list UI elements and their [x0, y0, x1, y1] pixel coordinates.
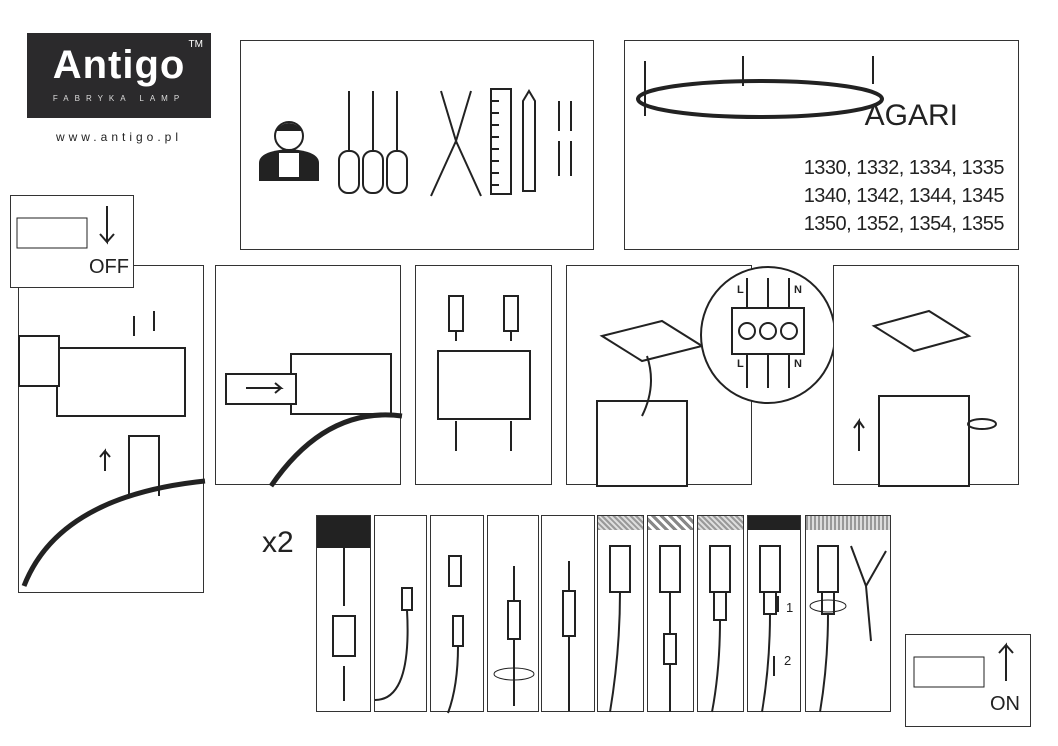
quantity-label: x2 — [262, 526, 294, 559]
brand-name: Antigo — [52, 43, 186, 87]
brand-tagline: FABRYKA LAMP — [52, 94, 186, 103]
sequence-label-2: 2 — [784, 653, 792, 668]
cable-step-1 — [316, 515, 371, 712]
product-info-panel: AGARI 1330, 1332, 1334, 1335 1340, 1342,… — [624, 40, 1019, 250]
pendant-ring-illustration-icon — [636, 56, 884, 119]
terminal-block-icon — [731, 278, 805, 388]
model-codes-row: 1350, 1352, 1354, 1355 — [803, 213, 1005, 235]
cable-step-9: 1 2 — [747, 515, 801, 713]
step-1-mount-bracket — [18, 265, 206, 593]
cable-step-7 — [647, 515, 694, 712]
cable-end-icon — [374, 587, 413, 701]
cable-step-2 — [374, 515, 427, 712]
step-5-close-cover — [833, 265, 1019, 487]
ceiling-cup-icon — [609, 545, 631, 713]
website: www.antigo.pl — [55, 130, 183, 144]
gripper-twist-icon — [493, 566, 535, 706]
ceiling-anchor-icon — [332, 536, 356, 701]
cable-step-8 — [697, 515, 744, 713]
step-2-slide-cover — [215, 265, 403, 488]
on-label: ON — [990, 693, 1020, 715]
model-codes-row: 1330, 1332, 1334, 1335 — [803, 157, 1005, 179]
cable-step-5 — [541, 515, 595, 712]
cut-cable-pliers-icon — [809, 545, 887, 713]
ceiling-cup-icon — [659, 545, 681, 712]
model-codes-row: 1340, 1342, 1344, 1345 — [803, 185, 1005, 207]
live-label: L — [737, 358, 744, 370]
live-label: L — [737, 284, 744, 296]
anchor-plate-illustration-icon — [437, 295, 531, 451]
cable-step-6 — [597, 515, 644, 713]
product-name: AGARI — [864, 99, 958, 132]
wiring-illustration-icon — [596, 319, 705, 487]
bracket-illustration-icon — [18, 311, 206, 587]
cover-fix-illustration-icon — [853, 309, 997, 487]
cable-step-3 — [430, 515, 484, 714]
cable-step-4 — [487, 515, 539, 712]
terminal-block-detail: L N L N — [700, 266, 836, 404]
neutral-label: N — [794, 358, 802, 370]
tools-illustration-icon — [259, 88, 572, 197]
circuit-breaker-icon — [16, 206, 115, 249]
cover-illustration-icon — [225, 353, 403, 488]
cable-step-10 — [805, 515, 891, 713]
sequence-label-1: 1 — [786, 600, 794, 615]
tools-required-panel — [240, 40, 594, 250]
neutral-label: N — [794, 284, 802, 296]
gripper-assembled-icon — [562, 561, 576, 711]
brand-logo: Antigo TM FABRYKA LAMP — [27, 33, 211, 118]
step-3-anchor-plate — [415, 265, 552, 485]
off-label: OFF — [89, 256, 129, 278]
ceiling-cup-icon — [709, 545, 731, 713]
circuit-breaker-icon — [913, 642, 1014, 688]
power-on-step: ON — [905, 634, 1031, 727]
gripper-icon — [447, 555, 464, 714]
trademark: TM — [188, 39, 203, 50]
power-off-step: OFF — [10, 195, 134, 288]
height-adjust-icon — [759, 545, 781, 713]
